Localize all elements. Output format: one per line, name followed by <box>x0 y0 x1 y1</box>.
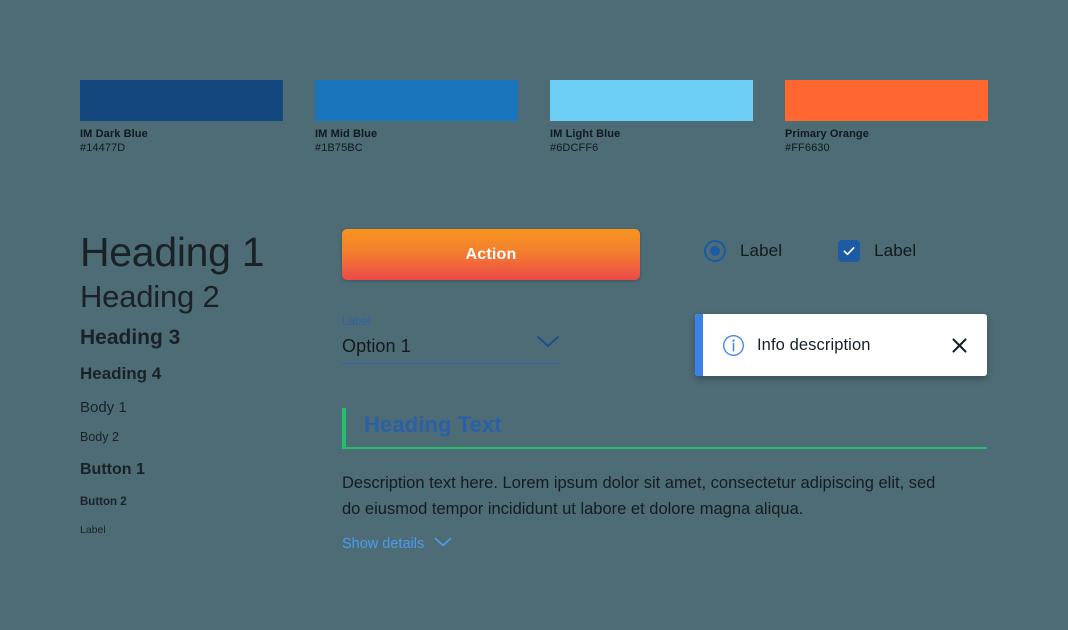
swatch-chip-im-dark-blue <box>80 80 283 121</box>
color-swatch: IM Light Blue #6DCFF6 <box>550 80 753 156</box>
show-details-label: Show details <box>342 536 425 553</box>
swatch-chip-im-mid-blue <box>315 80 518 121</box>
type-sample-body-2: Body 2 <box>80 430 119 445</box>
info-message: Info description <box>757 335 871 354</box>
select-field[interactable]: Label Option 1 <box>342 316 561 364</box>
color-swatch: IM Mid Blue #1B75BC <box>315 80 518 156</box>
info-circle-icon <box>722 334 745 357</box>
info-notification-card: Info description <box>695 314 987 376</box>
type-sample-body-1: Body 1 <box>80 399 127 417</box>
type-sample-heading-2: Heading 2 <box>80 279 220 315</box>
type-sample-heading-4: Heading 4 <box>80 364 162 384</box>
show-details-link[interactable]: Show details <box>342 536 453 552</box>
swatch-chip-primary-orange <box>785 80 988 121</box>
select-value: Option 1 <box>342 336 411 356</box>
type-sample-label: Label <box>80 524 106 537</box>
action-button[interactable]: Action <box>342 229 640 280</box>
checkbox-icon[interactable] <box>838 240 861 262</box>
selection-controls: Label Label <box>704 240 916 262</box>
type-sample-heading-1: Heading 1 <box>80 229 265 275</box>
radio-option[interactable]: Label <box>704 240 782 262</box>
swatch-chip-im-light-blue <box>550 80 753 121</box>
swatch-name: Primary Orange <box>785 128 869 140</box>
swatch-name: IM Mid Blue <box>315 128 378 140</box>
checkbox-label: Label <box>874 241 917 260</box>
color-palette: IM Dark Blue #14477D IM Mid Blue #1B75BC… <box>80 80 988 156</box>
select-control[interactable]: Option 1 <box>342 334 561 364</box>
type-sample-heading-3: Heading 3 <box>80 326 181 350</box>
close-icon[interactable] <box>950 336 969 355</box>
checkbox-option[interactable]: Label <box>838 240 916 262</box>
swatch-hex: #6DCFF6 <box>550 142 599 155</box>
panel-heading-container: Heading Text <box>342 408 987 449</box>
swatch-hex: #FF6630 <box>785 142 830 155</box>
swatch-hex: #1B75BC <box>315 142 363 155</box>
panel-heading: Heading Text <box>364 412 502 437</box>
swatch-name: IM Dark Blue <box>80 128 148 140</box>
color-swatch: IM Dark Blue #14477D <box>80 80 283 156</box>
chevron-down-icon[interactable] <box>535 334 561 354</box>
typography-scale: Heading 1 Heading 2 Heading 3 Heading 4 … <box>80 228 310 538</box>
select-label: Label <box>342 316 371 328</box>
type-sample-button-1: Button 1 <box>80 460 145 478</box>
swatch-name: IM Light Blue <box>550 128 621 140</box>
chevron-down-icon[interactable] <box>433 536 453 552</box>
radio-button-icon[interactable] <box>704 240 726 262</box>
type-sample-button-2: Button 2 <box>80 496 127 509</box>
panel-body-text: Description text here. Lorem ipsum dolor… <box>342 474 936 518</box>
radio-label: Label <box>740 241 783 260</box>
info-accent-bar <box>695 314 703 376</box>
swatch-hex: #14477D <box>80 142 126 155</box>
content-panel: Heading Text Description text here. Lore… <box>342 408 987 553</box>
color-swatch: Primary Orange #FF6630 <box>785 80 988 156</box>
